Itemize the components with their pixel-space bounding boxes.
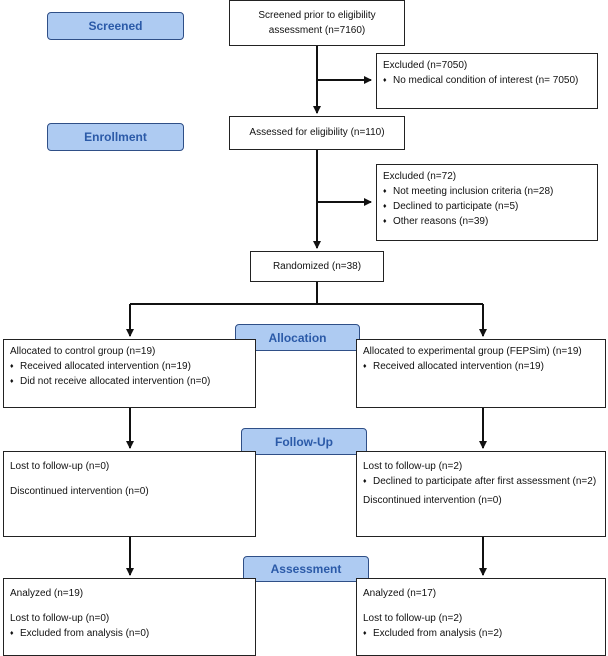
allocation-control-item: Received allocated intervention (n=19) <box>10 359 249 374</box>
followup-experimental-item: Declined to participate after first asse… <box>363 474 599 489</box>
allocation-experimental-title: Allocated to experimental group (FEPSim)… <box>363 346 582 357</box>
stage-assessment: Assessment <box>243 556 369 582</box>
allocation-control-box: Allocated to control group (n=19) Receiv… <box>3 339 256 408</box>
followup-experimental-lost: Lost to follow-up (n=2) <box>363 461 463 472</box>
allocation-control-item: Did not receive allocated intervention (… <box>10 374 249 389</box>
screened-text: Screened prior to eligibility assessment… <box>258 10 376 36</box>
stage-follow-up: Follow-Up <box>241 428 367 455</box>
assessment-experimental-analyzed: Analyzed (n=17) <box>363 588 437 599</box>
stage-screened: Screened <box>47 12 184 40</box>
excluded-screen-box: Excluded (n=7050) No medical condition o… <box>376 53 598 109</box>
assessment-control-lost: Lost to follow-up (n=0) <box>10 613 110 624</box>
assessed-text: Assessed for eligibility (n=110) <box>249 127 385 138</box>
assessment-control-item: Excluded from analysis (n=0) <box>10 626 249 641</box>
allocation-control-title: Allocated to control group (n=19) <box>10 346 156 357</box>
excluded-eligibility-box: Excluded (n=72) Not meeting inclusion cr… <box>376 164 598 241</box>
randomized-text: Randomized (n=38) <box>272 261 362 272</box>
assessment-control-box: Analyzed (n=19) Lost to follow-up (n=0) … <box>3 578 256 656</box>
allocation-experimental-box: Allocated to experimental group (FEPSim)… <box>356 339 606 408</box>
excluded-eligibility-title: Excluded (n=72) <box>383 171 457 182</box>
allocation-experimental-item: Received allocated intervention (n=19) <box>363 359 599 374</box>
excluded-screen-item: No medical condition of interest (n= 705… <box>383 73 591 88</box>
followup-control-lost: Lost to follow-up (n=0) <box>10 461 110 472</box>
followup-experimental-box: Lost to follow-up (n=2) Declined to part… <box>356 451 606 537</box>
followup-control-discontinued: Discontinued intervention (n=0) <box>10 486 149 497</box>
followup-control-box: Lost to follow-up (n=0) Discontinued int… <box>3 451 256 537</box>
stage-enrollment: Enrollment <box>47 123 184 151</box>
excluded-screen-title: Excluded (n=7050) <box>383 60 468 71</box>
screened-box: Screened prior to eligibility assessment… <box>229 0 405 46</box>
assessment-experimental-lost: Lost to follow-up (n=2) <box>363 613 463 624</box>
excluded-eligibility-item: Declined to participate (n=5) <box>383 199 591 214</box>
assessment-control-analyzed: Analyzed (n=19) <box>10 588 84 599</box>
assessment-experimental-box: Analyzed (n=17) Lost to follow-up (n=2) … <box>356 578 606 656</box>
excluded-eligibility-item: Other reasons (n=39) <box>383 214 591 229</box>
excluded-eligibility-item: Not meeting inclusion criteria (n=28) <box>383 184 591 199</box>
randomized-box: Randomized (n=38) <box>250 251 384 282</box>
followup-experimental-discontinued: Discontinued intervention (n=0) <box>363 495 502 506</box>
assessed-box: Assessed for eligibility (n=110) <box>229 116 405 150</box>
assessment-experimental-item: Excluded from analysis (n=2) <box>363 626 599 641</box>
